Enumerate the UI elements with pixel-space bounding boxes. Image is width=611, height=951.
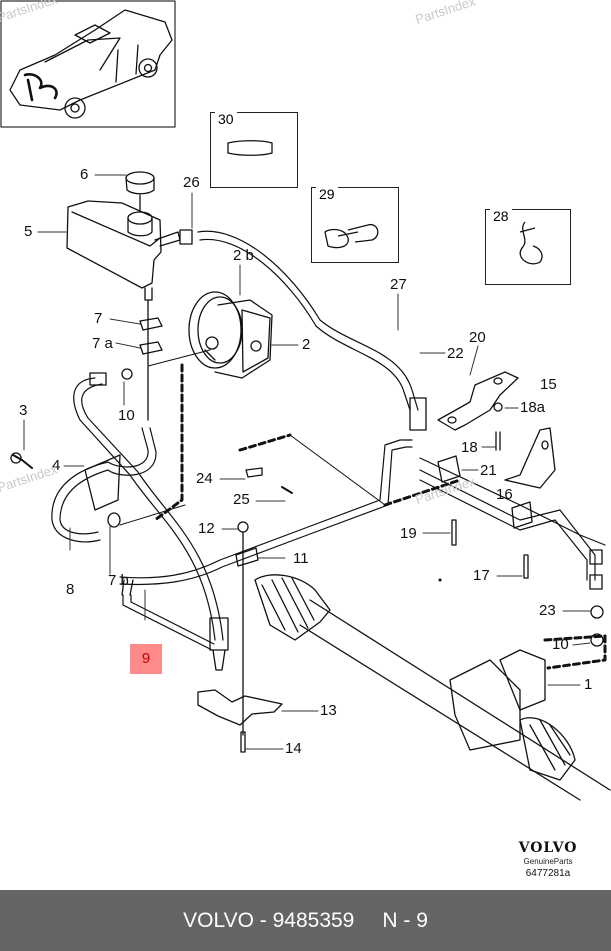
callout-7a[interactable]: 7 a	[92, 335, 113, 352]
washer-18a	[493, 402, 503, 412]
reservoir-cap	[125, 171, 155, 195]
washer-10	[121, 368, 133, 380]
callout-20[interactable]: 20	[469, 329, 486, 346]
callout-10b[interactable]: 10	[552, 636, 569, 653]
callout-13[interactable]: 13	[320, 702, 337, 719]
footer-callout-label: N - 9	[382, 908, 428, 932]
dashed-connectors	[153, 363, 607, 670]
inset-28: 28	[485, 208, 571, 285]
callout-18a[interactable]: 18a	[520, 399, 546, 416]
footer-brand: VOLVO	[183, 908, 254, 932]
clip-16	[511, 501, 533, 529]
callout-3[interactable]: 3	[19, 402, 28, 419]
callout-4[interactable]: 4	[52, 457, 61, 474]
bracket-20	[437, 371, 519, 431]
clamp-7	[139, 317, 163, 331]
callout-25[interactable]: 25	[233, 491, 250, 508]
callout-15[interactable]: 15	[540, 376, 557, 393]
hose-clip-26	[179, 229, 193, 245]
bolt-25	[281, 486, 293, 494]
callout-2[interactable]: 2	[302, 336, 311, 353]
diagram-drawing	[0, 0, 611, 801]
footer-separator: -	[259, 908, 267, 932]
callout-2b[interactable]: 2 b	[233, 247, 254, 264]
leader-lines	[23, 174, 591, 750]
callout-7[interactable]: 7	[94, 310, 103, 327]
bracket-15	[504, 427, 556, 489]
callout-22[interactable]: 22	[447, 345, 464, 362]
power-steering-pump	[188, 291, 273, 379]
brand-tagline: GenuineParts	[523, 857, 573, 866]
callout-18[interactable]: 18	[461, 439, 478, 456]
callout-17[interactable]: 17	[473, 567, 490, 584]
callout-16[interactable]: 16	[496, 486, 513, 503]
callout-5[interactable]: 5	[24, 223, 33, 240]
callout-7b[interactable]: 7 b	[108, 572, 129, 589]
clamp-7a	[139, 341, 163, 355]
bolt-19	[451, 519, 457, 546]
bolt-17	[523, 554, 529, 579]
washer-10b	[590, 633, 604, 647]
inset-number: 29	[316, 186, 338, 202]
callout-11[interactable]: 11	[293, 550, 309, 567]
clip-24	[245, 467, 263, 478]
callout-24[interactable]: 24	[196, 470, 213, 487]
volvo-logo: VOLVO	[518, 840, 578, 856]
callout-27[interactable]: 27	[390, 276, 407, 293]
diagram-code: 6477281a	[525, 868, 571, 879]
vehicle-thumbnail	[0, 0, 176, 128]
callout-1[interactable]: 1	[584, 676, 593, 693]
parts-diagram: 30 29 28 6 5 26 2 b 2 7 7 a 10 3 4 8 7 b…	[0, 0, 611, 879]
steering-rack	[254, 574, 611, 801]
callout-21[interactable]: 21	[480, 462, 497, 479]
callout-26[interactable]: 26	[183, 174, 200, 191]
callout-12[interactable]: 12	[198, 520, 215, 537]
nut-12	[237, 521, 249, 533]
callout-10[interactable]: 10	[118, 407, 135, 424]
reservoir	[66, 200, 181, 301]
inset-29: 29	[311, 186, 399, 263]
callout-19[interactable]: 19	[400, 525, 417, 542]
bolt-3	[10, 452, 22, 464]
footer-bar: VOLVO - 9485359 N - 9	[0, 890, 611, 951]
inset-number: 30	[215, 111, 237, 127]
callout-23[interactable]: 23	[539, 602, 556, 619]
callout-8[interactable]: 8	[66, 581, 75, 598]
callout-6[interactable]: 6	[80, 166, 89, 183]
clip-21	[437, 455, 461, 483]
bracket-13	[197, 689, 283, 726]
callout-14[interactable]: 14	[285, 740, 302, 757]
bolt-14	[240, 731, 246, 753]
hose-fitting	[89, 372, 107, 386]
footer-part-number: 9485359	[272, 908, 355, 932]
callout-9-highlighted[interactable]: 9	[130, 644, 162, 674]
brand-block: VOLVO GenuineParts 6477281a	[508, 840, 588, 879]
line-9	[122, 594, 215, 651]
washer-23	[590, 605, 604, 619]
inset-number: 28	[490, 208, 512, 224]
inset-30: 30	[210, 111, 298, 188]
clip-11	[235, 547, 259, 567]
